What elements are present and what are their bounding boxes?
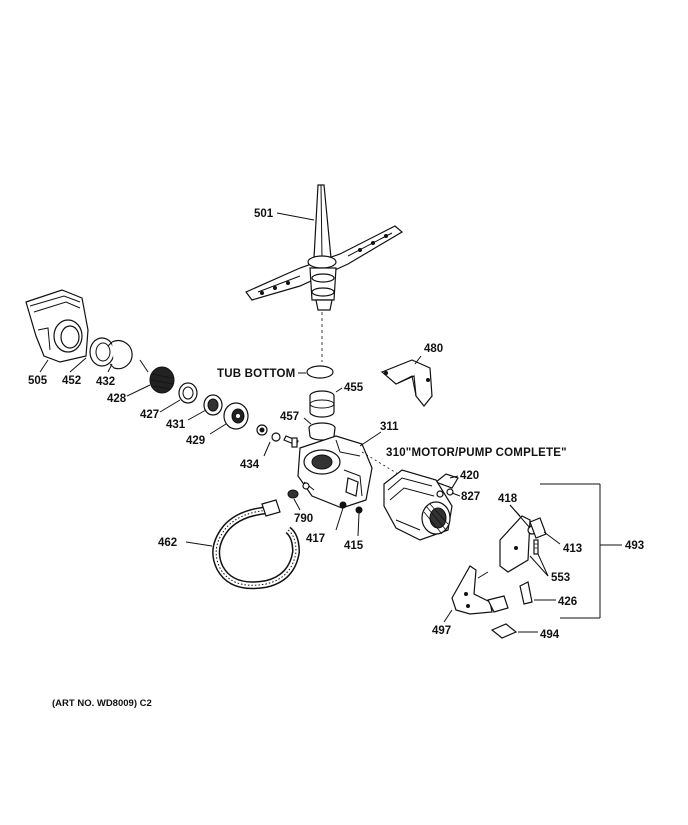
label-tub-bottom: TUB BOTTOM	[217, 368, 295, 380]
label-432: 432	[96, 376, 115, 388]
leader-428	[126, 384, 151, 397]
label-553: 553	[551, 572, 570, 584]
label-480: 480	[424, 343, 443, 355]
clamp-432	[107, 340, 133, 370]
label-462: 462	[158, 537, 177, 549]
axis-line	[361, 451, 399, 475]
label-452: 452	[62, 375, 81, 387]
part-417	[339, 501, 347, 509]
motor	[383, 469, 453, 541]
washer-427	[178, 382, 198, 404]
leader-455	[335, 387, 343, 393]
label-417: 417	[306, 533, 325, 545]
leader-457	[303, 417, 312, 425]
art-number: (ART NO. WD8009) C2	[52, 698, 152, 709]
part-827	[446, 488, 454, 496]
label-497: 497	[432, 625, 451, 637]
pin-426	[519, 581, 533, 605]
label-505: 505	[28, 375, 48, 387]
leader-497	[443, 609, 453, 623]
label-455: 455	[344, 382, 364, 394]
leader-420	[449, 475, 459, 479]
leader-505	[39, 359, 49, 373]
leader-418b	[509, 504, 531, 529]
label-493: 493	[625, 540, 644, 552]
label-420: 420	[460, 470, 479, 482]
label-434: 434	[240, 459, 260, 471]
label-427: 427	[140, 409, 159, 421]
leader-480	[414, 355, 422, 365]
label-311: 311	[380, 421, 399, 433]
label-429: 429	[186, 435, 205, 447]
label-827: 827	[461, 491, 480, 503]
bolts-434	[256, 424, 299, 448]
label-motor-pump-complete: 310"MOTOR/PUMP COMPLETE"	[386, 447, 567, 459]
leader-462	[185, 541, 213, 547]
leader-417	[335, 507, 344, 531]
leader-553a	[529, 555, 549, 577]
leader-827	[451, 492, 461, 497]
part-494	[490, 623, 518, 639]
label-415: 415	[344, 540, 364, 552]
leader-553b	[537, 553, 549, 577]
collar-455	[309, 390, 335, 418]
housing-505	[25, 289, 89, 363]
springs-553	[533, 539, 539, 555]
label-501: 501	[254, 208, 274, 220]
leader-311	[359, 431, 382, 447]
bracket-497	[451, 565, 509, 615]
tub-bottom-ring	[306, 365, 334, 379]
leader-790	[293, 498, 301, 511]
seal-457	[308, 422, 336, 441]
part-415	[355, 506, 363, 514]
label-494: 494	[540, 629, 560, 641]
leader-413	[543, 531, 561, 545]
spring-428	[139, 359, 175, 394]
leader-432	[107, 363, 113, 373]
label-457: 457	[280, 411, 299, 423]
leader-427	[159, 399, 181, 413]
hose-462	[212, 499, 301, 590]
impeller-429	[223, 402, 249, 430]
part-413	[529, 517, 547, 539]
label-790: 790	[294, 513, 313, 525]
label-428: 428	[107, 393, 127, 405]
ring-431	[203, 394, 223, 416]
leader-434	[263, 441, 271, 457]
leader-415	[357, 512, 360, 537]
label-418: 418	[498, 493, 518, 505]
leader-429	[209, 423, 227, 435]
label-426: 426	[558, 596, 577, 608]
label-431: 431	[166, 419, 186, 431]
ring-452	[89, 337, 115, 367]
leader-431	[187, 409, 207, 421]
pump-housing-311	[297, 435, 373, 509]
spray-arm-501	[245, 184, 404, 311]
cover-480	[380, 359, 433, 407]
leader-452	[69, 357, 87, 373]
part-790	[287, 489, 299, 499]
leader-501	[276, 212, 315, 221]
label-413: 413	[563, 543, 582, 555]
